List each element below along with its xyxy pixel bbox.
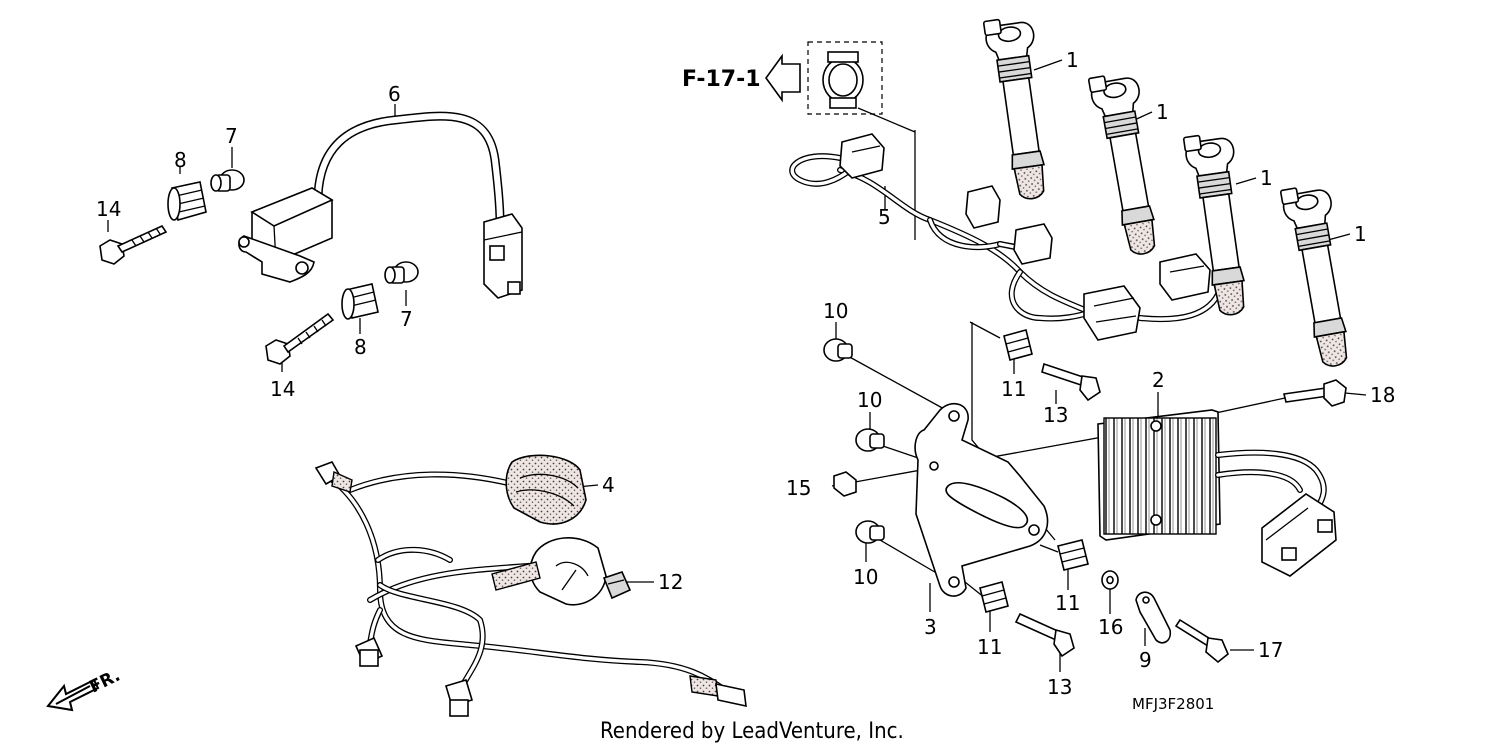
front-direction-arrow: FR. xyxy=(46,666,123,712)
callout-11: 11 xyxy=(977,635,1002,659)
callout-1: 1 xyxy=(1156,100,1169,124)
direction-label: FR. xyxy=(86,666,123,698)
reference-label: F-17-1 xyxy=(682,67,761,92)
callout-2: 2 xyxy=(1152,368,1165,392)
part-12-clip xyxy=(602,571,632,600)
callout-5: 5 xyxy=(878,205,891,229)
part-15-nut xyxy=(833,471,857,497)
callout-11: 11 xyxy=(1001,377,1026,401)
part-7-collar-lower xyxy=(384,261,419,284)
part-10-collar-a xyxy=(823,338,853,362)
part-8-grommet-lower xyxy=(341,283,379,320)
callout-12: 12 xyxy=(658,570,683,594)
callout-9: 9 xyxy=(1139,648,1152,672)
part-13-bolt-a xyxy=(1041,362,1101,402)
callout-8: 8 xyxy=(174,148,187,172)
callout-4: 4 xyxy=(602,473,615,497)
part-1-ignition-coil-b xyxy=(1087,69,1169,259)
callout-labels: 1 1 1 1 2 3 4 5 6 7 7 8 8 9 10 10 10 11 … xyxy=(96,48,1395,699)
diagram-code: MFJ3F2801 xyxy=(1132,695,1214,713)
callout-10: 10 xyxy=(853,565,878,589)
part-7-collar-upper xyxy=(210,169,245,192)
callout-11: 11 xyxy=(1055,591,1080,615)
part-17-bolt xyxy=(1174,618,1229,664)
callout-8: 8 xyxy=(354,335,367,359)
part-11-grommet-c xyxy=(979,581,1009,613)
part-10-collar-b xyxy=(855,428,885,452)
part-10-collar-c xyxy=(855,520,885,544)
part-2-regulator-rectifier xyxy=(1097,409,1337,577)
part-18-bolt xyxy=(1283,379,1347,407)
leader-lines xyxy=(107,59,1367,672)
part-4-main-harness xyxy=(314,454,747,717)
part-14-bolt-upper xyxy=(99,224,168,265)
callout-16: 16 xyxy=(1098,615,1123,639)
credit-text: Rendered by LeadVenture, Inc. xyxy=(600,719,904,744)
callout-7: 7 xyxy=(400,307,413,331)
part-16-washer xyxy=(1101,570,1119,590)
callout-3: 3 xyxy=(924,615,937,639)
callout-7: 7 xyxy=(225,124,238,148)
part-3-bracket xyxy=(914,402,1049,597)
part-14-bolt-lower xyxy=(265,312,335,365)
callout-10: 10 xyxy=(857,388,882,412)
part-11-grommet-a xyxy=(1003,329,1033,361)
part-6-sensor xyxy=(238,111,523,299)
part-11-grommet-b xyxy=(1057,539,1089,571)
part-13-bolt-b xyxy=(1014,612,1075,658)
callout-6: 6 xyxy=(388,82,401,106)
reference-arrow xyxy=(765,53,801,103)
callout-1: 1 xyxy=(1066,48,1079,72)
reference-box xyxy=(807,41,883,115)
callout-14: 14 xyxy=(270,377,295,401)
callout-1: 1 xyxy=(1354,222,1367,246)
part-1-ignition-coil-d xyxy=(1279,181,1361,371)
callout-13: 13 xyxy=(1047,675,1072,699)
callout-13: 13 xyxy=(1043,403,1068,427)
part-1-ignition-coil-a xyxy=(982,14,1058,203)
callout-10: 10 xyxy=(823,299,848,323)
callout-17: 17 xyxy=(1258,638,1283,662)
callout-1: 1 xyxy=(1260,166,1273,190)
part-8-grommet-upper xyxy=(167,181,207,222)
callout-15: 15 xyxy=(786,476,811,500)
callout-14: 14 xyxy=(96,197,121,221)
callout-18: 18 xyxy=(1370,383,1395,407)
part-5-sub-harness xyxy=(789,133,1223,341)
part-9-stay xyxy=(1135,591,1172,644)
